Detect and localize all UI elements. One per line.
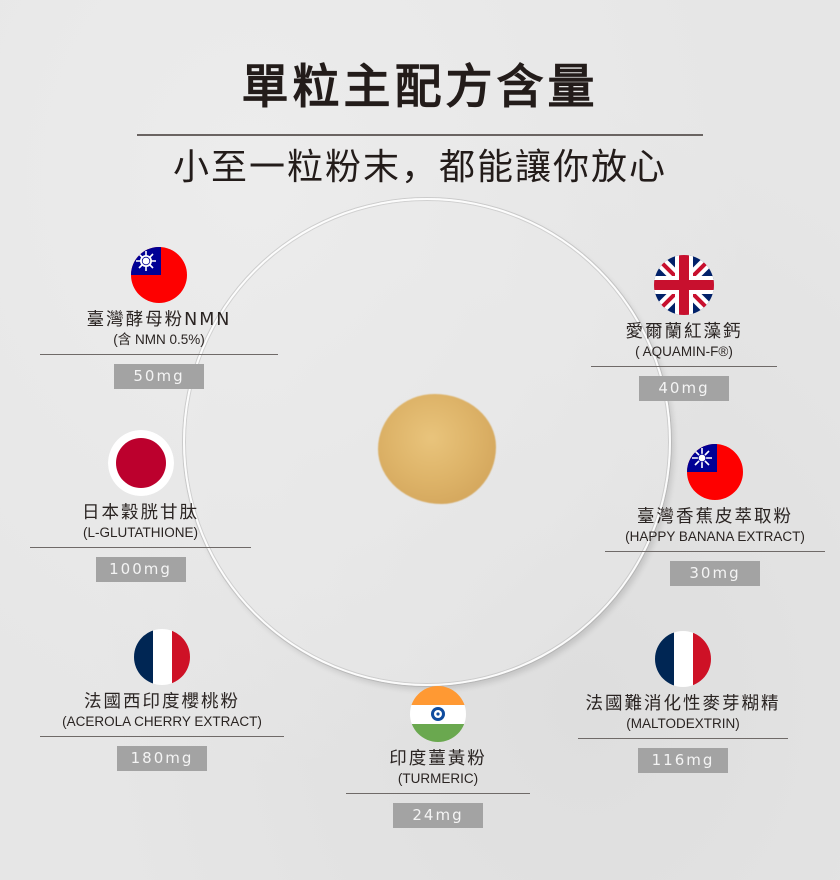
divider xyxy=(40,354,278,355)
dose-badge: 40mg xyxy=(639,376,729,401)
divider xyxy=(346,793,530,794)
ingredient-card-glutathione: 日本穀胱甘肽 (L-GLUTATHIONE) 100mg xyxy=(30,430,251,582)
ingredient-name-zh: 印度薑黃粉 xyxy=(389,749,487,769)
ingredient-card-nmn: 臺灣酵母粉NMN (含 NMN 0.5%) 50mg xyxy=(40,247,278,389)
france-flag-icon xyxy=(655,631,711,687)
page-title: 單粒主配方含量 xyxy=(241,60,599,115)
ingredient-name-en: ( AQUAMIN-F®) xyxy=(635,344,733,359)
taiwan-flag-icon xyxy=(131,247,187,303)
taiwan-flag-icon xyxy=(687,444,743,500)
ingredient-card-turmeric: 印度薑黃粉 (TURMERIC) 24mg xyxy=(346,686,530,828)
ingredient-name-zh: 法國難消化性麥芽糊精 xyxy=(585,694,781,714)
divider xyxy=(30,547,251,548)
dose-badge: 30mg xyxy=(670,561,760,586)
ingredient-name-zh: 日本穀胱甘肽 xyxy=(82,503,199,523)
divider xyxy=(40,736,284,737)
title-divider xyxy=(137,134,703,136)
ingredient-name-zh: 法國西印度櫻桃粉 xyxy=(84,692,240,712)
ingredient-name-zh: 愛爾蘭紅藻鈣 xyxy=(625,322,743,342)
dose-badge: 100mg xyxy=(95,557,186,582)
ingredient-name-zh: 臺灣香蕉皮萃取粉 xyxy=(637,507,793,527)
ingredient-card-maltodextrin: 法國難消化性麥芽糊精 (MALTODEXTRIN) 116mg xyxy=(578,631,788,773)
powder-sample xyxy=(378,394,496,504)
ingredient-name-en: (含 NMN 0.5%) xyxy=(113,332,205,347)
india-flag-icon xyxy=(410,686,466,742)
divider xyxy=(578,738,788,739)
ingredient-name-en: (ACEROLA CHERRY EXTRACT) xyxy=(62,714,262,729)
ingredient-name-en: (TURMERIC) xyxy=(397,771,479,786)
ingredient-name-en: (L-GLUTATHIONE) xyxy=(82,525,198,540)
ingredient-card-aquamin: 愛爾蘭紅藻鈣 ( AQUAMIN-F®) 40mg xyxy=(591,255,777,401)
ingredient-name-en: (HAPPY BANANA EXTRACT) xyxy=(625,529,805,544)
ingredient-name-en: (MALTODEXTRIN) xyxy=(626,716,740,731)
dose-badge: 116mg xyxy=(638,748,728,773)
divider xyxy=(591,366,777,367)
uk-flag-icon xyxy=(654,255,714,315)
dose-badge: 50mg xyxy=(114,364,204,389)
dose-badge: 24mg xyxy=(393,803,483,828)
page-subtitle: 小至一粒粉末，都能讓你放心 xyxy=(172,147,667,188)
dose-badge: 180mg xyxy=(117,746,207,771)
japan-flag-icon xyxy=(107,430,174,496)
ingredient-card-banana-extract: 臺灣香蕉皮萃取粉 (HAPPY BANANA EXTRACT) 30mg xyxy=(605,444,825,586)
divider xyxy=(605,551,825,552)
france-flag-icon xyxy=(134,629,190,685)
ingredient-card-acerola: 法國西印度櫻桃粉 (ACEROLA CHERRY EXTRACT) 180mg xyxy=(40,629,284,771)
ingredient-name-zh: 臺灣酵母粉NMN xyxy=(86,310,232,330)
